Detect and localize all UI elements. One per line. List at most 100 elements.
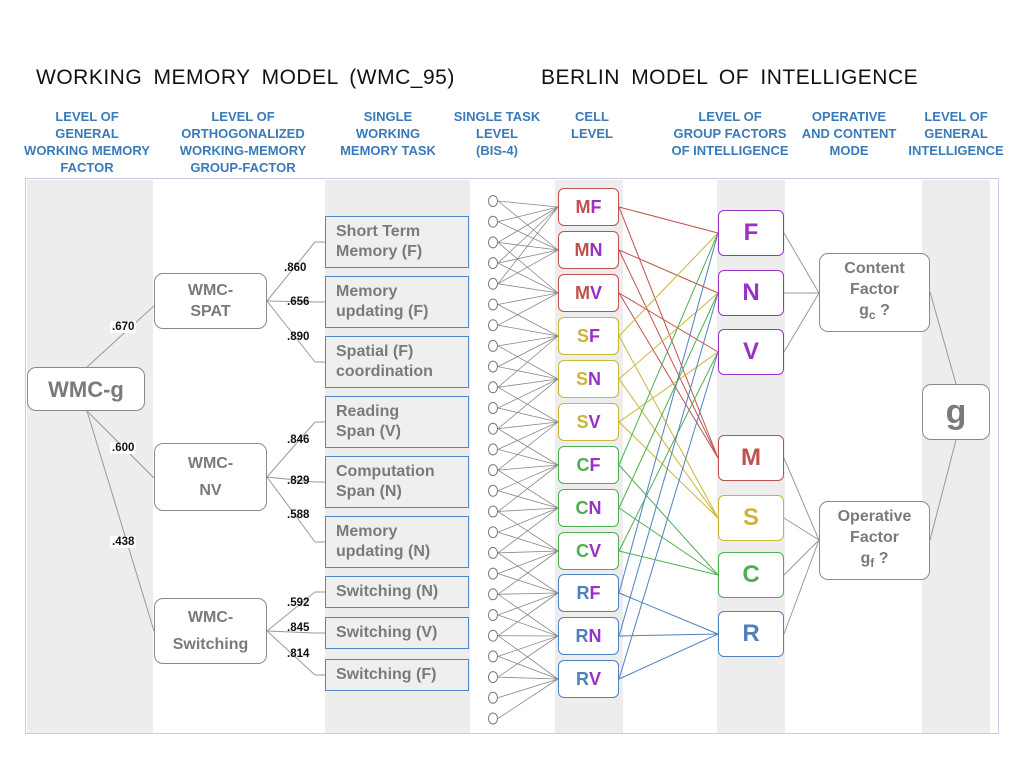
- edge-task-cell-7: [497, 507, 559, 533]
- group-factor-m: M: [718, 435, 784, 481]
- edge-task-cell-11: [497, 678, 559, 719]
- edge-nv-task-5: [266, 476, 316, 543]
- edge-R-operative: [783, 539, 820, 635]
- edge-cell-content-1: [618, 249, 719, 294]
- edge-task-cell-1: [497, 221, 559, 251]
- bis4-task-circle: [488, 381, 498, 394]
- edge-task-cell-7: [497, 490, 559, 509]
- cell-op: C: [576, 454, 590, 475]
- edge-cell-op-8: [618, 550, 719, 576]
- edge-spat-task-1: [266, 300, 316, 303]
- group-factor-f: F: [718, 210, 784, 256]
- edge-cell-op-6: [618, 464, 719, 576]
- loading-reading-span-v: .846: [287, 434, 310, 446]
- edge-task-cell-10: [497, 614, 559, 637]
- loading-wmc-switching: .438: [110, 536, 137, 548]
- bis4-task-circle: [488, 402, 498, 414]
- bis4-task-circle: [488, 298, 498, 311]
- edge-task-cell-2: [497, 292, 559, 326]
- edge-task-cell-0: [497, 206, 559, 223]
- loading-memory-updating-f: .656: [287, 296, 310, 308]
- bis4-task-circle: [488, 650, 498, 663]
- cell-op: M: [574, 282, 590, 303]
- cell-op: R: [575, 625, 589, 646]
- edge-task-cell-10: [497, 593, 559, 637]
- loading-wmc-spat: .670: [110, 321, 137, 333]
- edge-task-cell-0: [497, 206, 559, 285]
- edge-task-cell-3: [497, 335, 559, 347]
- band-general-intelligence: [922, 180, 990, 733]
- bis4-task-circle: [488, 339, 498, 352]
- edge-task-cell-7: [497, 507, 559, 512]
- edge-task-cell-3: [497, 335, 559, 367]
- edge-task-cell-8: [497, 511, 559, 552]
- loading-switching-f: .814: [287, 648, 310, 660]
- wmc-g-node: WMC-g: [27, 367, 145, 411]
- cell-content: F: [589, 582, 601, 603]
- edge-cell-content-5: [618, 351, 719, 423]
- bis4-task-circle: [488, 526, 498, 539]
- edge-cell-content-3: [618, 232, 719, 337]
- group-factor-c: C: [718, 552, 784, 598]
- edge-F-content: [783, 232, 820, 294]
- edge-task-cell-5: [497, 386, 559, 423]
- loading-switching-v: .845: [287, 622, 310, 634]
- loading-wmc-nv: .600: [110, 442, 137, 454]
- edge-task-cell-0: [497, 206, 559, 243]
- edge-task-cell-9: [497, 592, 559, 616]
- edge-task-cell-1: [497, 249, 559, 264]
- edge-cell-content-6: [618, 232, 719, 466]
- edge-cell-op-4: [618, 378, 719, 519]
- edge-spat-task-0: [266, 241, 316, 302]
- working-memory-model-title: WORKING MEMORY MODEL (WMC_95): [36, 66, 455, 89]
- edge-task-cell-4: [497, 378, 559, 388]
- edge-wmcg-switching: [86, 410, 155, 632]
- diagram-panel: [25, 178, 999, 734]
- edge-task-cell-6: [497, 449, 559, 466]
- edge-task-cell-6: [497, 464, 559, 471]
- bis4-task-circle: [488, 671, 498, 684]
- cell-content: N: [588, 368, 601, 389]
- task-switching-n: Switching (N): [325, 576, 469, 608]
- cell-op: M: [575, 196, 591, 217]
- edge-content-g: [929, 291, 957, 385]
- edge-spat-task-2: [266, 300, 316, 363]
- edge-task-cell-4: [497, 345, 559, 380]
- edge-task-cell-9: [497, 592, 559, 637]
- bis4-task-circle: [488, 588, 498, 601]
- edge-cell-op-0: [618, 206, 719, 459]
- bis4-task-circle: [488, 484, 498, 497]
- group-factor-v: V: [718, 329, 784, 375]
- bis4-task-circle: [488, 505, 498, 518]
- cell-op: S: [576, 411, 589, 432]
- bis4-task-circle: [488, 609, 498, 621]
- edge-task-cell-5: [497, 421, 559, 471]
- edge-nv-task-4: [266, 476, 316, 483]
- edge-cell-content-11: [618, 351, 719, 680]
- berlin-model-title: BERLIN MODEL OF INTELLIGENCE: [541, 66, 919, 89]
- edge-task-cell-0: [497, 206, 559, 264]
- edge-operative-g: [929, 439, 957, 541]
- cell-op: R: [575, 668, 589, 689]
- edge-task-cell-10: [497, 635, 559, 678]
- bis4-task-circle: [488, 422, 498, 435]
- edge-cell-op-9: [618, 592, 719, 635]
- group-factor-r: R: [718, 611, 784, 657]
- edge-task-cell-5: [497, 407, 559, 423]
- edge-task-cell-1: [497, 200, 559, 251]
- edge-V-content: [783, 292, 820, 353]
- bis4-task-circle: [488, 691, 498, 704]
- edge-M-operative: [783, 457, 820, 541]
- loading-short-term-memory-f: .860: [284, 262, 307, 274]
- edge-C-operative: [783, 539, 820, 576]
- bis4-task-circle: [488, 464, 498, 477]
